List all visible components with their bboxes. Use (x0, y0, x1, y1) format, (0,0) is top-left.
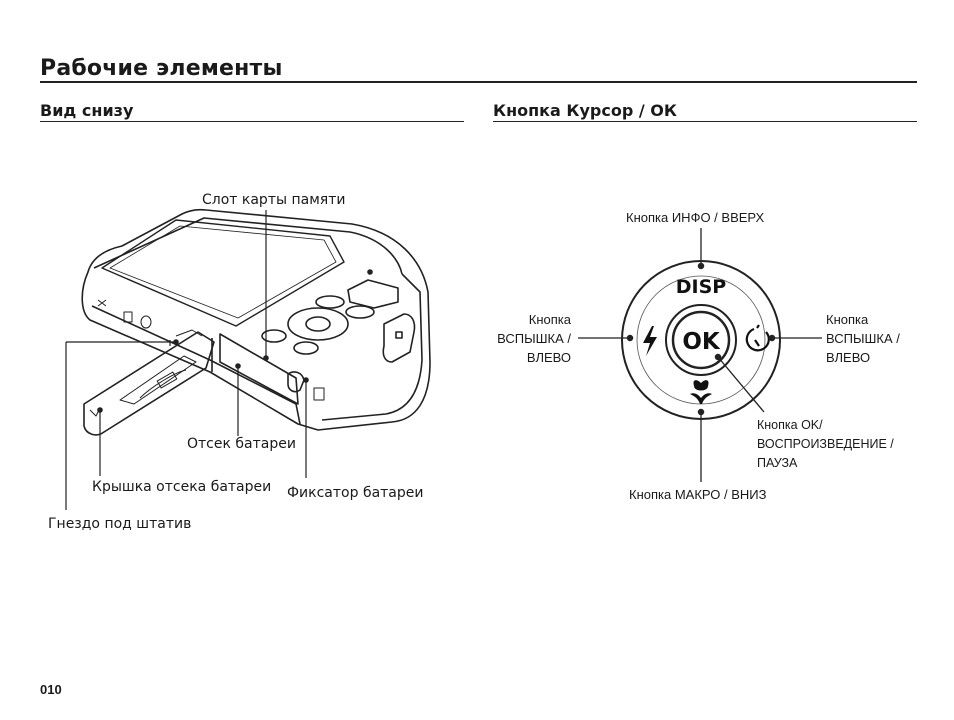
camera-top-edge (93, 217, 403, 275)
battery-latch-shape (287, 371, 305, 393)
cursor-ok-title: Кнопка Курсор / ОК (493, 101, 677, 120)
macro-flower-icon (690, 380, 712, 404)
label-left-line-2: ВСПЫШКА / (497, 331, 571, 346)
disp-label: DISP (676, 276, 727, 298)
camera-screen (101, 219, 345, 327)
label-memory-slot: Слот карты памяти (202, 192, 346, 208)
ok-button-inner (671, 310, 731, 370)
label-tripod-socket: Гнездо под штатив (48, 516, 192, 532)
self-timer-icon (745, 324, 770, 352)
title-rule (40, 81, 917, 83)
label-battery-cover: Крышка отсека батареи (92, 479, 272, 495)
ok-label: OK (682, 329, 721, 355)
label-ok-line-1: Кнопка OK/ (757, 418, 823, 432)
label-ok: Кнопка OK/ ВОСПРОИЗВЕДЕНИЕ / ПАУЗА (757, 416, 894, 473)
label-down: Кнопка МАКРО / ВНИЗ (629, 487, 767, 502)
label-left: Кнопка ВСПЫШКА / ВЛЕВО (493, 310, 571, 367)
label-battery-latch: Фиксатор батареи (287, 485, 424, 501)
leader-ok (717, 356, 765, 413)
label-right-line-1: Кнопка (826, 312, 869, 327)
flash-icon (643, 326, 657, 356)
bottom-view-rule (40, 121, 464, 122)
label-left-line-1: Кнопка (528, 312, 571, 327)
dpad-ring (287, 307, 349, 341)
label-up: Кнопка ИНФО / ВВЕРХ (626, 210, 765, 225)
zoom-switch (347, 279, 399, 309)
battery-compartment-shape (219, 333, 299, 405)
battery-cover-shape (83, 331, 215, 436)
mode-btn (345, 305, 375, 319)
cursor-ok-rule (493, 121, 917, 122)
menu-btn (315, 295, 345, 309)
ok-button-outer (665, 304, 737, 376)
label-right-line-3: ВЛЕВО (826, 350, 871, 365)
label-ok-line-2: ВОСПРОИЗВЕДЕНИЕ / (757, 437, 894, 451)
label-battery-compartment: Отсек батареи (187, 436, 296, 452)
page-number: 010 (40, 682, 62, 697)
bottom-view-title: Вид снизу (40, 101, 134, 120)
label-left-line-3: ВЛЕВО (526, 350, 571, 365)
camera-body-outline (81, 208, 431, 431)
label-right-line-2: ВСПЫШКА / (826, 331, 900, 346)
label-right: Кнопка ВСПЫШКА / ВЛЕВО (826, 310, 900, 367)
strap-lug (382, 313, 416, 363)
label-ok-line-3: ПАУЗА (757, 456, 798, 470)
page-title: Рабочие элементы (40, 56, 283, 81)
